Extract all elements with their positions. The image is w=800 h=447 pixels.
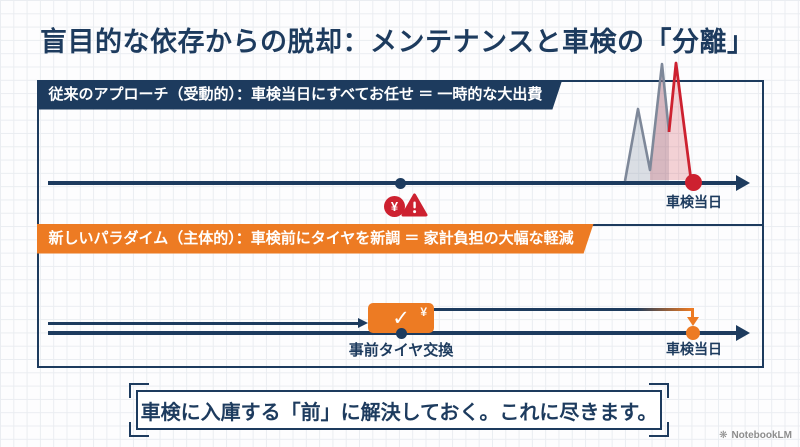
corner-bracket-tr [649,383,669,398]
yen-cost-icon: ¥ [384,196,405,217]
warning-triangle-icon [401,193,428,217]
timeline-new-event-dot [396,328,407,339]
inspection-day-label-new: 車検当日 [666,341,722,357]
leadin-arrowhead-icon [358,318,368,328]
yen-glyph: ¥ [390,199,399,214]
connector-arrowhead-icon [687,317,699,326]
tire-change-label: 事前タイヤ交換 [348,342,454,359]
yen-small-icon: ¥ [420,305,427,319]
timeline-new-arrowhead-icon [736,325,750,341]
panel-traditional-header: 従来のアプローチ（受動的）：車検当日にすべてお任せ ＝ 一時的な大出費 [37,80,563,110]
connector-horizontal [434,308,692,311]
timeline-old [48,181,738,185]
slide-title: 盲目的な依存からの脱却：メンテナンスと車検の「分離」 [40,27,755,57]
inspection-day-dot-old [685,174,702,191]
panel-new-header: 新しいパラダイム（主体的）：車検前にタイヤを新調 ＝ 家計負担の大幅な軽減 [37,224,594,254]
timeline-old-mid-dot [395,178,406,189]
conclusion-text: 車検に入庫する「前」に解決しておく。これに尽きます。 [140,401,658,424]
leadin-arrow-line [48,322,360,325]
check-icon: ✓ [392,306,410,330]
corner-bracket-tl [129,383,149,398]
panel-new-paradigm: 新しいパラダイム（主体的）：車検前にタイヤを新調 ＝ 家計負担の大幅な軽減 [37,224,764,368]
connector-vertical [691,308,694,318]
timeline-new [48,331,738,335]
notebooklm-logo-icon: ❋ [719,430,728,441]
watermark-label: NotebookLM [731,430,792,441]
corner-bracket-br [649,422,669,437]
watermark: ❋ NotebookLM [719,430,792,441]
corner-bracket-bl [129,422,149,437]
conclusion-box: 車検に入庫する「前」に解決しておく。これに尽きます。 [129,383,669,437]
inspection-day-dot-new [686,326,700,340]
timeline-old-arrowhead-icon [736,175,750,191]
inspection-day-label-old: 車検当日 [666,194,722,210]
